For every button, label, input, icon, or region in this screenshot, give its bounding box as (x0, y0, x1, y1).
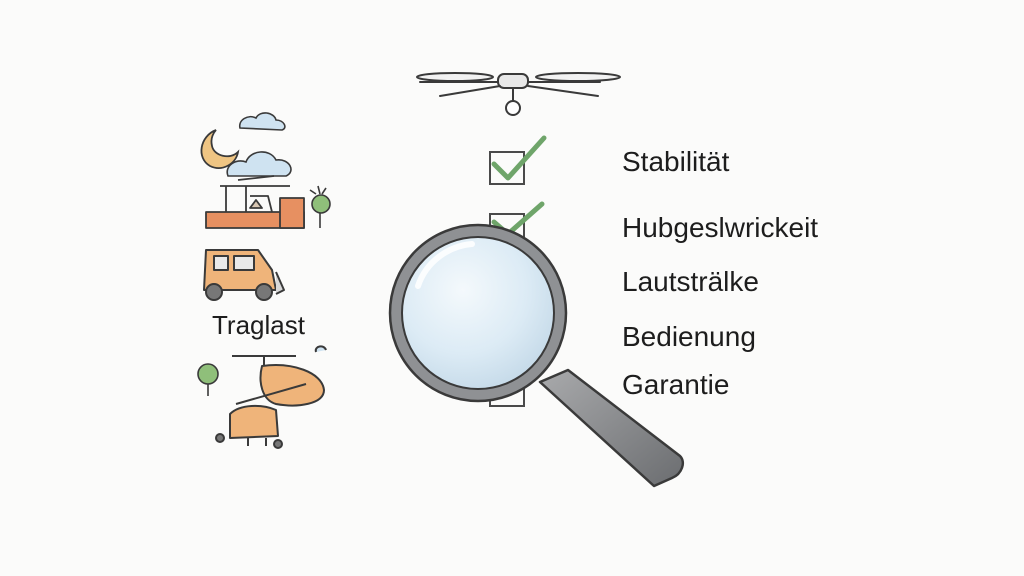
checklist-item-stabilitaet: Stabilität (622, 146, 730, 177)
cloud-icon (226, 112, 292, 177)
checkmark-icon (491, 135, 547, 181)
checklist-item-garantie: Garantie (622, 369, 730, 400)
drone-icon (416, 72, 621, 116)
helicopter-icon (215, 345, 327, 449)
van-icon (203, 249, 285, 301)
checklist-item-bedienung: Bedienung (622, 321, 756, 352)
left-panel-label: Traglast (212, 310, 305, 340)
checklist-item-lautstaerke: Lautsträlke (622, 266, 759, 297)
checkbox-icon (489, 151, 525, 185)
moon-icon (200, 129, 240, 169)
tree-icon (197, 363, 219, 396)
checklist-item-hubgeschwindigkeit: Hubgeslwrickeit (622, 212, 819, 243)
magnifying-glass-icon (388, 223, 684, 488)
platform-icon (205, 175, 305, 229)
tree-icon (309, 185, 331, 228)
